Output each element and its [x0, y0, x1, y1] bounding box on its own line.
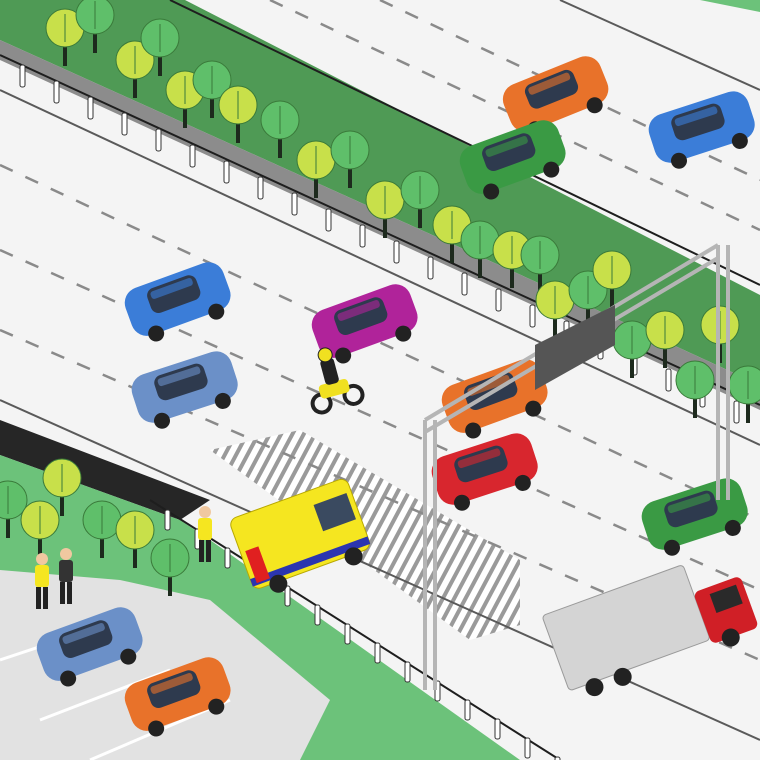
tree: [675, 360, 715, 418]
bollard: [524, 737, 531, 759]
bollard: [325, 208, 332, 232]
tree: [296, 140, 336, 198]
blue-car-top-right: [648, 91, 755, 169]
green-car-right: [641, 478, 748, 556]
bollard: [344, 623, 351, 645]
bollard: [359, 224, 366, 248]
bollard: [53, 80, 60, 104]
bollard: [284, 585, 291, 607]
tree: [150, 538, 190, 596]
vehicles: [36, 56, 758, 737]
bollard: [121, 112, 128, 136]
lane-markings: [0, 0, 760, 662]
parked-blue-suv: [36, 607, 143, 687]
solid-edge-lines: [0, 0, 760, 741]
pedestrian-yellow-shirt: [35, 553, 49, 609]
dark-shoulder: [0, 420, 210, 520]
bollard: [665, 368, 672, 392]
bollard: [374, 642, 381, 664]
bollard: [404, 661, 411, 683]
tree: [520, 235, 560, 293]
gray-blue-suv: [131, 351, 238, 429]
bollard: [189, 144, 196, 168]
bollard: [87, 96, 94, 120]
blue-car-left: [124, 262, 231, 342]
people: [35, 506, 212, 609]
bollard: [733, 400, 740, 424]
tree: [115, 510, 155, 568]
bollard: [19, 64, 26, 88]
tree: [592, 250, 632, 308]
motorcycle-rider: [310, 347, 365, 415]
green-car-top: [459, 120, 566, 200]
trees: [0, 0, 760, 596]
bollard: [257, 176, 264, 200]
bollard: [314, 604, 321, 626]
tree: [612, 320, 652, 378]
red-box-truck: [542, 565, 758, 697]
red-car: [431, 433, 538, 511]
road-worker: [198, 506, 212, 562]
tree: [20, 500, 60, 558]
bollard: [494, 718, 501, 740]
tree: [260, 100, 300, 158]
tree: [645, 310, 685, 368]
bollard: [464, 699, 471, 721]
bollard: [223, 160, 230, 184]
yellow-maintenance-van: [230, 478, 371, 593]
top-right-grass: [700, 0, 760, 12]
bollards: [19, 64, 740, 760]
parked-orange-car: [124, 657, 231, 737]
bollard: [164, 509, 171, 531]
pedestrian-dark-jacket: [59, 548, 73, 604]
parking-lot: [0, 570, 330, 760]
bollard: [291, 192, 298, 216]
bollard: [393, 240, 400, 264]
bollard: [529, 304, 536, 328]
bollard: [427, 256, 434, 280]
tree: [42, 458, 82, 516]
roadside-guardrail: [149, 499, 561, 760]
tree: [218, 85, 258, 143]
tree: [330, 130, 370, 188]
bollard: [554, 756, 561, 760]
magenta-car: [311, 284, 418, 364]
gantry-sign: [535, 305, 615, 390]
bollard: [224, 547, 231, 569]
tree: [192, 60, 232, 118]
bollard: [155, 128, 162, 152]
tree: [0, 480, 28, 538]
bollard: [495, 288, 502, 312]
tree: [140, 18, 180, 76]
tree: [400, 170, 440, 228]
bollard: [461, 272, 468, 296]
tree: [115, 40, 155, 98]
tree: [75, 0, 115, 53]
